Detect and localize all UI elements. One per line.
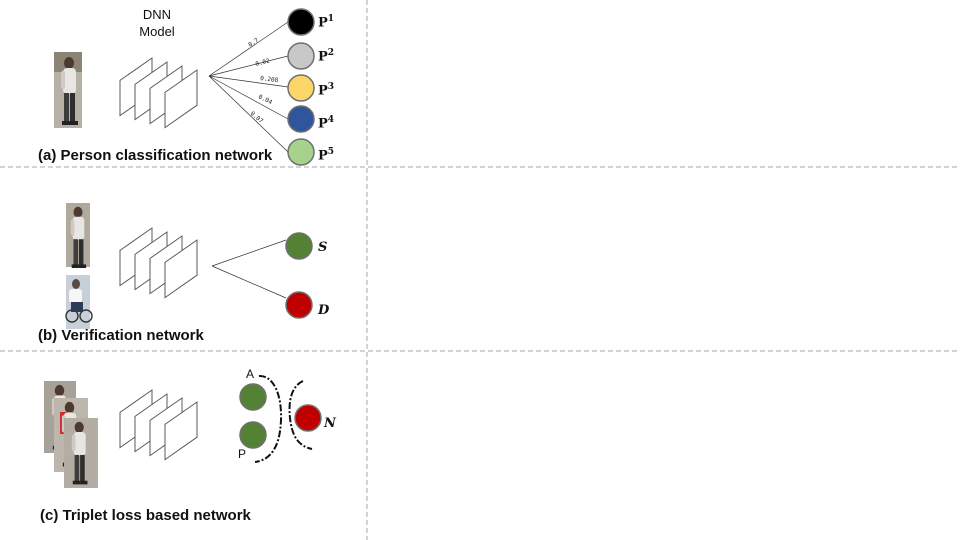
output-node-p5: [287, 138, 315, 166]
positive-node: [239, 421, 267, 449]
output-label-p2: P2: [318, 48, 335, 65]
prob-label-3: 0.208: [260, 75, 279, 84]
prob-label-2: 0.02: [255, 57, 271, 68]
anchor-positive-bracket: [254, 374, 283, 463]
prob-label-1: 0.7: [247, 37, 260, 49]
different-label: D: [318, 303, 330, 318]
output-node-p4: [287, 105, 315, 133]
panel-b-dnn-layers: [119, 227, 198, 299]
panel-c-dnn-layers: [119, 389, 198, 461]
caption-person-classification: (a) Person classification network: [38, 147, 273, 164]
dnn-model-label: DNN Model: [134, 6, 180, 40]
output-label-p3: P3: [318, 82, 335, 99]
panel-a-person-photo: [54, 52, 82, 128]
caption-verification: (b) Verification network: [38, 327, 204, 344]
panel-a-output-lines: [208, 21, 289, 153]
prob-label-4: 0.04: [257, 94, 273, 107]
prob-label-5: 0.07: [249, 110, 265, 125]
same-label: S: [318, 240, 328, 255]
output-node-p2: [287, 42, 315, 70]
dnn-model-label-line2: Model: [139, 24, 175, 39]
different-node: [285, 291, 313, 319]
anchor-label: A: [246, 367, 255, 381]
negative-node: [294, 404, 322, 432]
output-node-p1: [287, 8, 315, 36]
panel-b-person-photo-1: [66, 203, 90, 268]
dnn-model-label-line1: DNN: [142, 7, 172, 22]
panel-a-dnn-layers: [119, 57, 198, 129]
output-node-p3: [287, 74, 315, 102]
output-label-p5: P5: [318, 147, 335, 164]
panel-a-output-nodes: [287, 8, 315, 166]
same-node: [285, 232, 313, 260]
negative-label: N: [324, 416, 336, 431]
anchor-node: [239, 383, 267, 411]
negative-bracket: [288, 380, 313, 450]
output-label-p4: P4: [318, 115, 335, 132]
caption-triplet-loss: (c) Triplet loss based network: [40, 507, 251, 524]
panel-c-person-photo-stack: [44, 381, 98, 488]
output-label-p1: P1: [318, 14, 335, 31]
panel-b-person-photo-2: [65, 275, 93, 329]
panel-b-output-lines: [211, 239, 287, 299]
positive-label: P: [238, 447, 247, 461]
